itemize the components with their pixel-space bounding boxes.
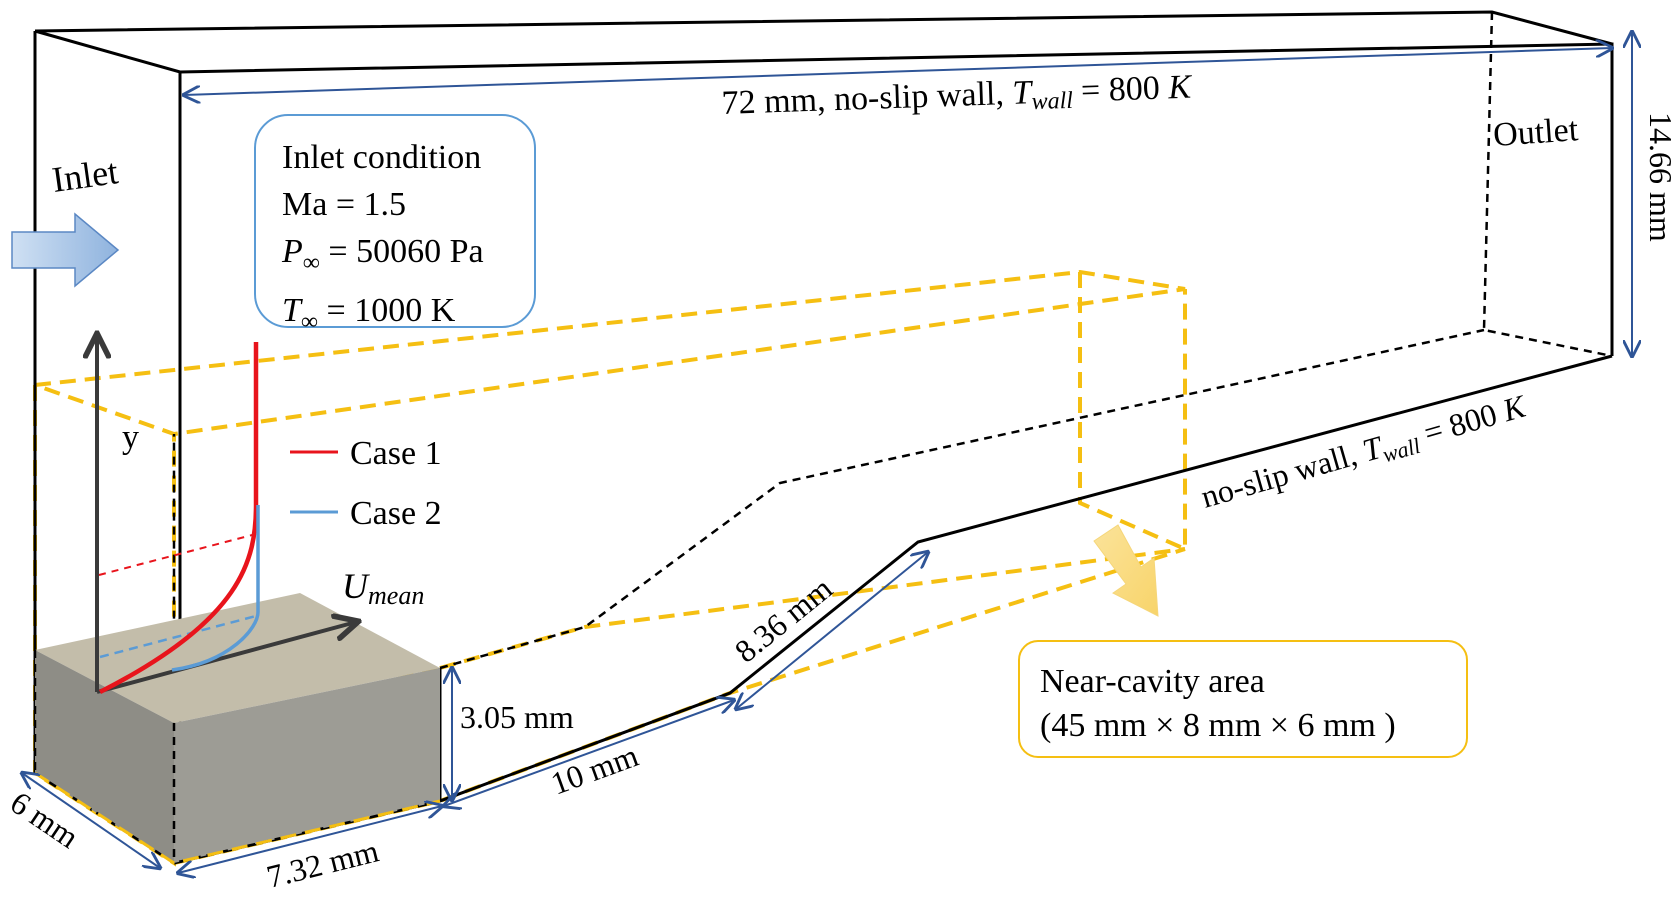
u-axis-arrow [96,622,356,694]
dim-6mm-arrow [22,773,160,868]
legend-case1-label: Case 1 [350,435,442,472]
dim-8-36mm-arrow [736,552,928,709]
y-axis-label: y [122,419,139,456]
case2-bl-dashed [99,614,257,659]
inlet-pressure: P∞ = 50060 Pa [282,233,484,276]
cavity-len-label: 10 mm [546,737,643,802]
dim-7-32mm-arrow [178,806,442,873]
near-cavity-pointer-arrow [1093,524,1159,617]
step-height-label: 3.05 mm [460,699,574,735]
case1-profile-curve [98,342,259,695]
height-dim-label: 14.66 mm [1643,112,1678,242]
top-wall-label: 72 mm, no-slip wall, Twall = 800 K [721,69,1194,126]
near-cavity-size: (45 mm × 8 mm × 6 mm ) [1040,707,1396,744]
inlet-flow-arrow [11,212,120,288]
legend-case2-label: Case 2 [350,495,442,532]
inlet-label: Inlet [50,151,121,200]
inlet-mach: Ma = 1.5 [282,186,406,223]
near-cavity-title: Near-cavity area [1040,663,1265,700]
velocity-axes [96,336,356,694]
legend: Case 1 Case 2 [290,435,442,532]
inlet-condition-box: Inlet condition Ma = 1.5 P∞ = 50060 Pa T… [254,114,536,335]
dim-72mm-arrow [184,48,1612,95]
inlet-condition-title: Inlet condition [282,139,482,176]
dimension-arrows [22,32,1632,873]
outlet-label: Outlet [1492,111,1580,154]
velocity-profiles [98,342,260,695]
case2-profile-curve [171,505,260,672]
near-cavity-box: Near-cavity area (45 mm × 8 mm × 6 mm ) [1018,640,1468,758]
dim-10mm-arrow [444,700,734,806]
case1-bl-dashed [98,533,257,576]
inlet-temperature: T∞ = 1000 K [282,291,456,335]
u-mean-label: Umean [342,566,424,610]
step-len-label: 7.32 mm [263,832,382,894]
